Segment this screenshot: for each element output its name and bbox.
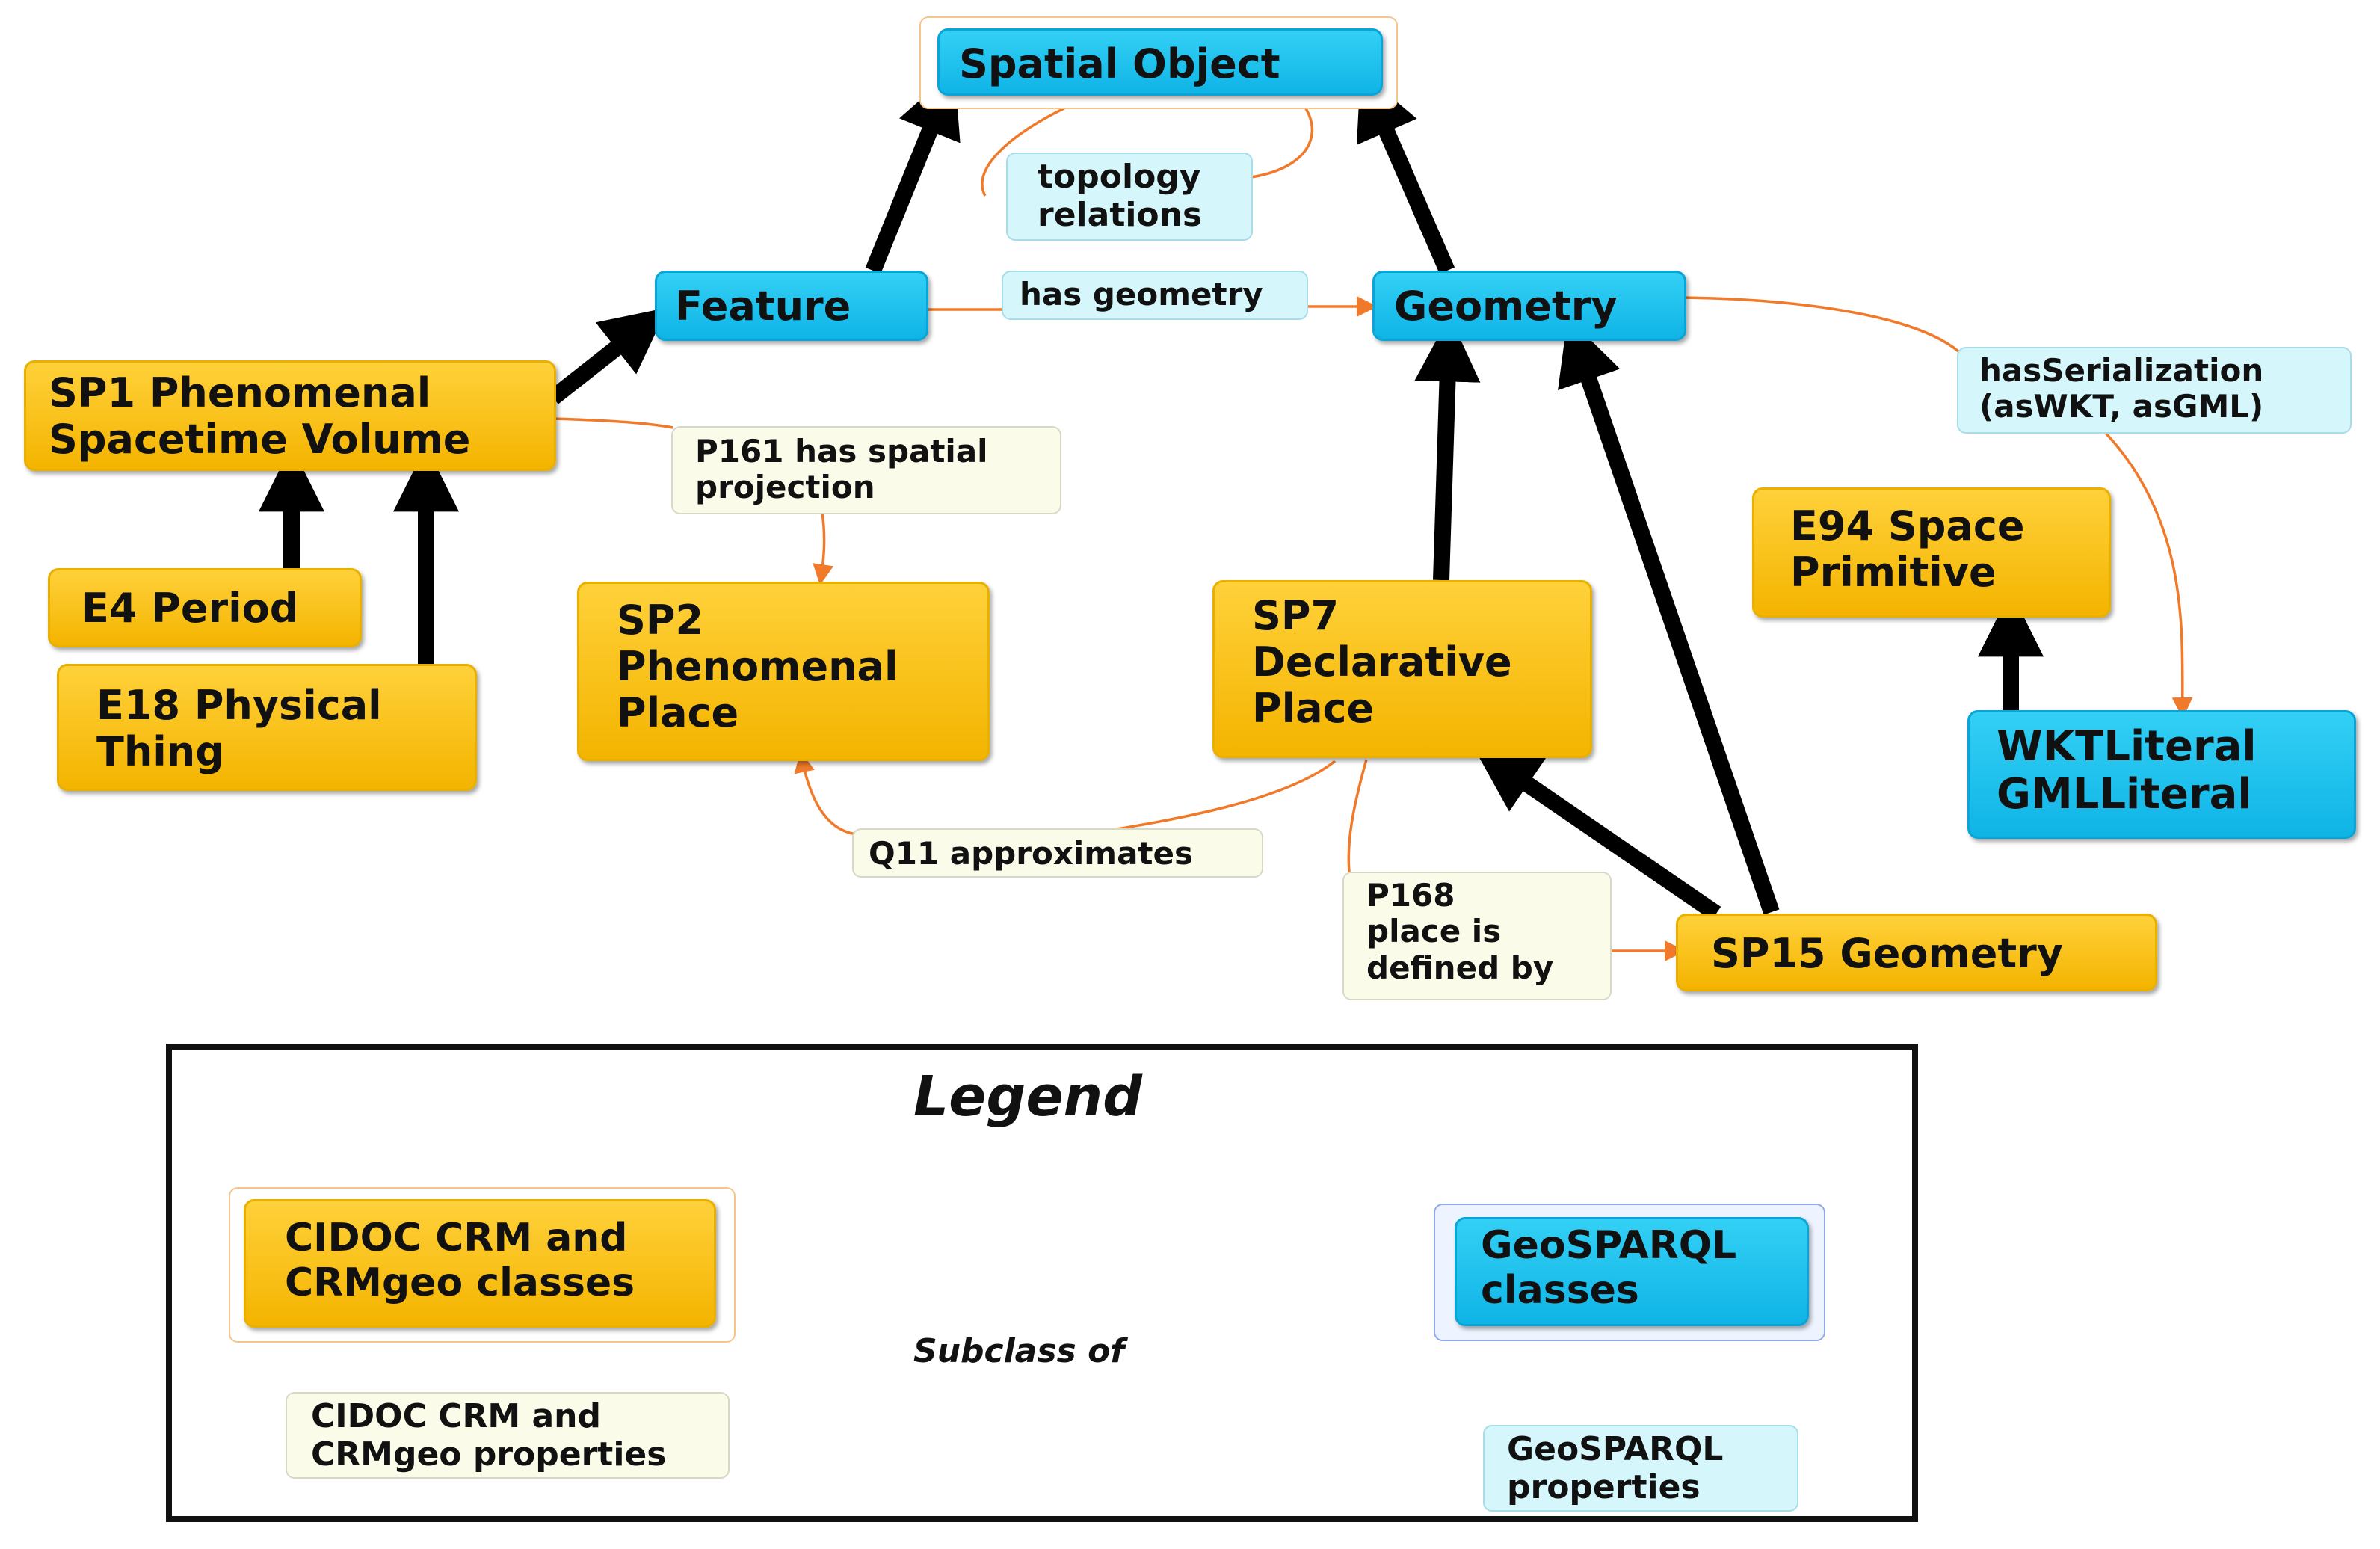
has-geometry-property[interactable]: has geometry bbox=[1002, 271, 1308, 320]
legend-geosparql-classes[interactable]: GeoSPARQL classes bbox=[1455, 1217, 1809, 1326]
e18-physical-thing-class[interactable]: E18 Physical Thing bbox=[57, 664, 477, 791]
q11-approximates-property[interactable]: Q11 approximates bbox=[852, 828, 1263, 878]
legend-title: Legend bbox=[913, 1065, 1143, 1129]
q11-line bbox=[801, 757, 1337, 836]
legend-subclass-of-label: Subclass of bbox=[913, 1332, 1125, 1370]
p168-line bbox=[1347, 759, 1680, 951]
sp7-declarative-place-class[interactable]: SP7 Declarative Place bbox=[1212, 580, 1592, 758]
subclass-sp15-to-sp7 bbox=[1473, 747, 1721, 921]
p161-line bbox=[552, 417, 824, 580]
subclass-sp1-to-feature bbox=[548, 307, 668, 404]
sp15-geometry-class[interactable]: SP15 Geometry bbox=[1676, 914, 2157, 991]
spatial-object-class[interactable]: Spatial Object bbox=[937, 28, 1383, 96]
p161-has-spatial-projection-property[interactable]: P161 has spatial projection bbox=[671, 426, 1061, 514]
feature-class[interactable]: Feature bbox=[655, 271, 928, 341]
has-serialization-property[interactable]: hasSerialization (asWKT, asGML) bbox=[1957, 347, 2352, 434]
wkt-gml-literal-class[interactable]: WKTLiteral GMLLiteral bbox=[1967, 710, 2356, 839]
p168-place-is-defined-by-property[interactable]: P168 place is defined by bbox=[1342, 872, 1612, 1000]
sp1-phenomenal-spacetime-volume-class[interactable]: SP1 Phenomenal Spacetime Volume bbox=[24, 360, 556, 471]
e94-space-primitive-class[interactable]: E94 Space Primitive bbox=[1752, 487, 2111, 618]
e4-period-class[interactable]: E4 Period bbox=[48, 568, 362, 647]
subclass-geometry-to-spatial-object bbox=[1356, 71, 1455, 274]
has-geometry-line bbox=[925, 307, 1372, 310]
subclass-feature-to-spatial-object bbox=[865, 70, 961, 274]
geometry-class[interactable]: Geometry bbox=[1372, 271, 1686, 341]
sp2-phenomenal-place-class[interactable]: SP2 Phenomenal Place bbox=[577, 582, 990, 761]
topology-relations-property[interactable]: topology relations bbox=[1006, 153, 1253, 241]
subclass-sp15-to-geometry bbox=[1558, 317, 1780, 915]
legend-crm-properties[interactable]: CIDOC CRM and CRMgeo properties bbox=[286, 1392, 730, 1479]
subclass-sp7-to-geometry bbox=[1414, 315, 1481, 581]
legend-geosparql-properties[interactable]: GeoSPARQL properties bbox=[1483, 1425, 1798, 1512]
legend-crm-classes[interactable]: CIDOC CRM and CRMgeo classes bbox=[244, 1199, 716, 1328]
has-serialization-line bbox=[1681, 296, 2183, 713]
